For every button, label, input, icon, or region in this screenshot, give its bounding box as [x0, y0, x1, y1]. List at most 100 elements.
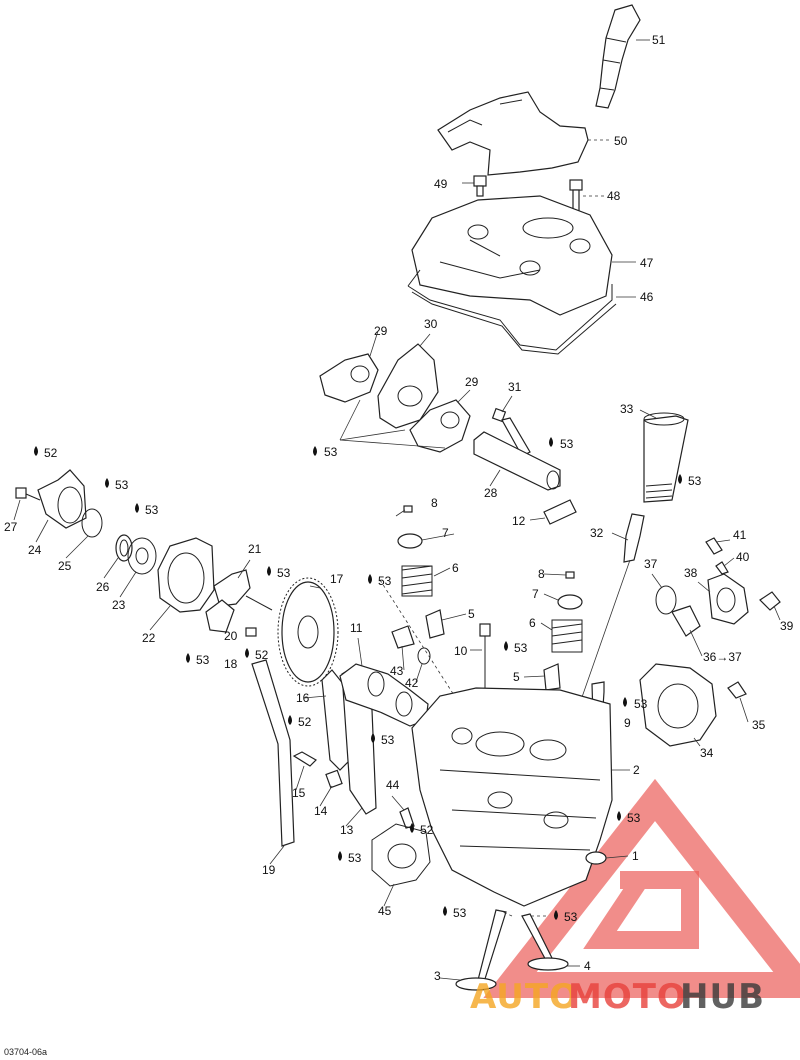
part-43-fitting — [391, 625, 415, 649]
callout-50: 50 — [614, 134, 628, 148]
part-24-housing — [37, 469, 87, 529]
callout-53-4: 53 — [564, 910, 578, 924]
part-19-timing-chain — [251, 659, 295, 847]
callout-21: 21 — [248, 542, 262, 556]
part-27-bolt — [15, 487, 41, 501]
part-22-cover — [157, 537, 215, 613]
part-47-valve-cover — [411, 195, 636, 316]
part-14-bushing — [325, 769, 343, 789]
callout-53-tube: 53 — [688, 474, 702, 488]
callout-20: 20 — [224, 629, 238, 643]
automotohub-watermark-text: AUTO MOTO HUB — [470, 977, 764, 1017]
callout-22: 22 — [142, 631, 156, 645]
callout-28: 28 — [484, 486, 498, 500]
callout-31: 31 — [508, 380, 522, 394]
callout-52-15: 52 — [298, 715, 312, 729]
part-7-spring-retainer — [397, 533, 423, 549]
callout-3: 3 — [434, 969, 441, 983]
callout-48: 48 — [607, 189, 621, 203]
callout-33: 33 — [620, 402, 634, 416]
callout-6-right: 6 — [529, 616, 536, 630]
callout-1: 1 — [632, 849, 639, 863]
callout-17: 17 — [330, 572, 344, 586]
part-49-screw — [462, 175, 487, 197]
part-29-rocker-arm-left — [319, 353, 379, 403]
callout-18: 18 — [224, 657, 238, 671]
watermark-text-moto: MOTO — [568, 977, 687, 1017]
callout-46: 46 — [640, 290, 654, 304]
callout-29-right: 29 — [465, 375, 479, 389]
callout-53-1: 53 — [627, 811, 641, 825]
callout-53-5: 53 — [378, 574, 392, 588]
part-36-thermostat — [671, 605, 701, 637]
callout-7-top: 7 — [442, 526, 449, 540]
callout-53-6: 53 — [514, 641, 528, 655]
part-17-camshaft-sprocket — [277, 577, 339, 687]
part-6-valve-spring — [401, 565, 433, 597]
part-39-bolt — [759, 591, 781, 611]
callout-8-top: 8 — [431, 496, 438, 510]
callout-8-right: 8 — [538, 567, 545, 581]
callout-53-3: 53 — [453, 906, 467, 920]
part-37-o-ring — [655, 585, 677, 615]
part-5-valve-seal — [425, 609, 445, 639]
part-35-screw — [727, 681, 747, 699]
part-3-exhaust-valve — [455, 909, 507, 991]
callout-52-44: 52 — [420, 823, 434, 837]
part-20-guide — [205, 599, 235, 633]
callout-labels: 51 50 49 48 47 46 29 30 29 31 53 33 53 2… — [4, 33, 794, 983]
callout-9: 9 — [624, 716, 631, 730]
callout-35: 35 — [752, 718, 766, 732]
callout-16: 16 — [296, 691, 310, 705]
callout-24: 24 — [28, 543, 42, 557]
part-48-screw — [569, 179, 604, 215]
part-40-sensor — [715, 561, 729, 575]
callout-27: 27 — [4, 520, 18, 534]
callout-11: 11 — [350, 621, 363, 635]
callout-37: 37 — [644, 557, 658, 571]
lubricant-drop-icons — [34, 437, 682, 920]
callout-32: 32 — [590, 526, 604, 540]
callout-49: 49 — [434, 177, 448, 191]
callout-53-shaft: 53 — [560, 437, 574, 451]
part-50-cylinder-head-cover — [437, 91, 610, 176]
callout-25: 25 — [58, 559, 72, 573]
callout-53-rocker: 53 — [324, 445, 338, 459]
callout-29-left: 29 — [374, 324, 388, 338]
part-8-valve-cotters — [395, 505, 413, 517]
callout-34: 34 — [700, 746, 714, 760]
callout-44: 44 — [386, 778, 400, 792]
part-44-screw — [399, 807, 415, 829]
part-7-spring-retainer-right — [557, 594, 583, 610]
callout-53-24: 53 — [115, 478, 129, 492]
callout-13: 13 — [340, 823, 354, 837]
callout-19: 19 — [262, 863, 276, 877]
callout-38: 38 — [684, 566, 698, 580]
callout-53-13: 53 — [348, 851, 362, 865]
callout-53-20: 53 — [196, 653, 210, 667]
callout-6-top: 6 — [452, 561, 459, 575]
part-4-intake-valve — [521, 913, 569, 971]
callout-53-9: 53 — [634, 697, 648, 711]
part-28-rocker-shaft — [473, 431, 561, 491]
callout-52-18: 52 — [255, 648, 269, 662]
callout-4: 4 — [584, 959, 591, 973]
callout-43: 43 — [390, 664, 404, 678]
callout-2: 2 — [633, 763, 640, 777]
callout-leader-lines — [13, 330, 781, 981]
callout-41: 41 — [733, 528, 747, 542]
callout-36-37: 36→37 — [703, 650, 742, 664]
part-34-intake-manifold — [639, 663, 717, 747]
callout-15: 15 — [292, 786, 306, 800]
callout-45: 45 — [378, 904, 392, 918]
part-41-bolt — [705, 537, 723, 555]
part-42-o-ring — [417, 647, 431, 665]
watermark-text-auto: AUTO — [470, 977, 579, 1017]
rocker-oil-leaders — [339, 399, 446, 449]
callout-7-right: 7 — [532, 587, 539, 601]
callout-10: 10 — [454, 644, 468, 658]
part-33-spark-plug-tube — [643, 412, 689, 503]
callout-5-top: 5 — [468, 607, 475, 621]
part-8-valve-cotters-right — [565, 571, 575, 579]
